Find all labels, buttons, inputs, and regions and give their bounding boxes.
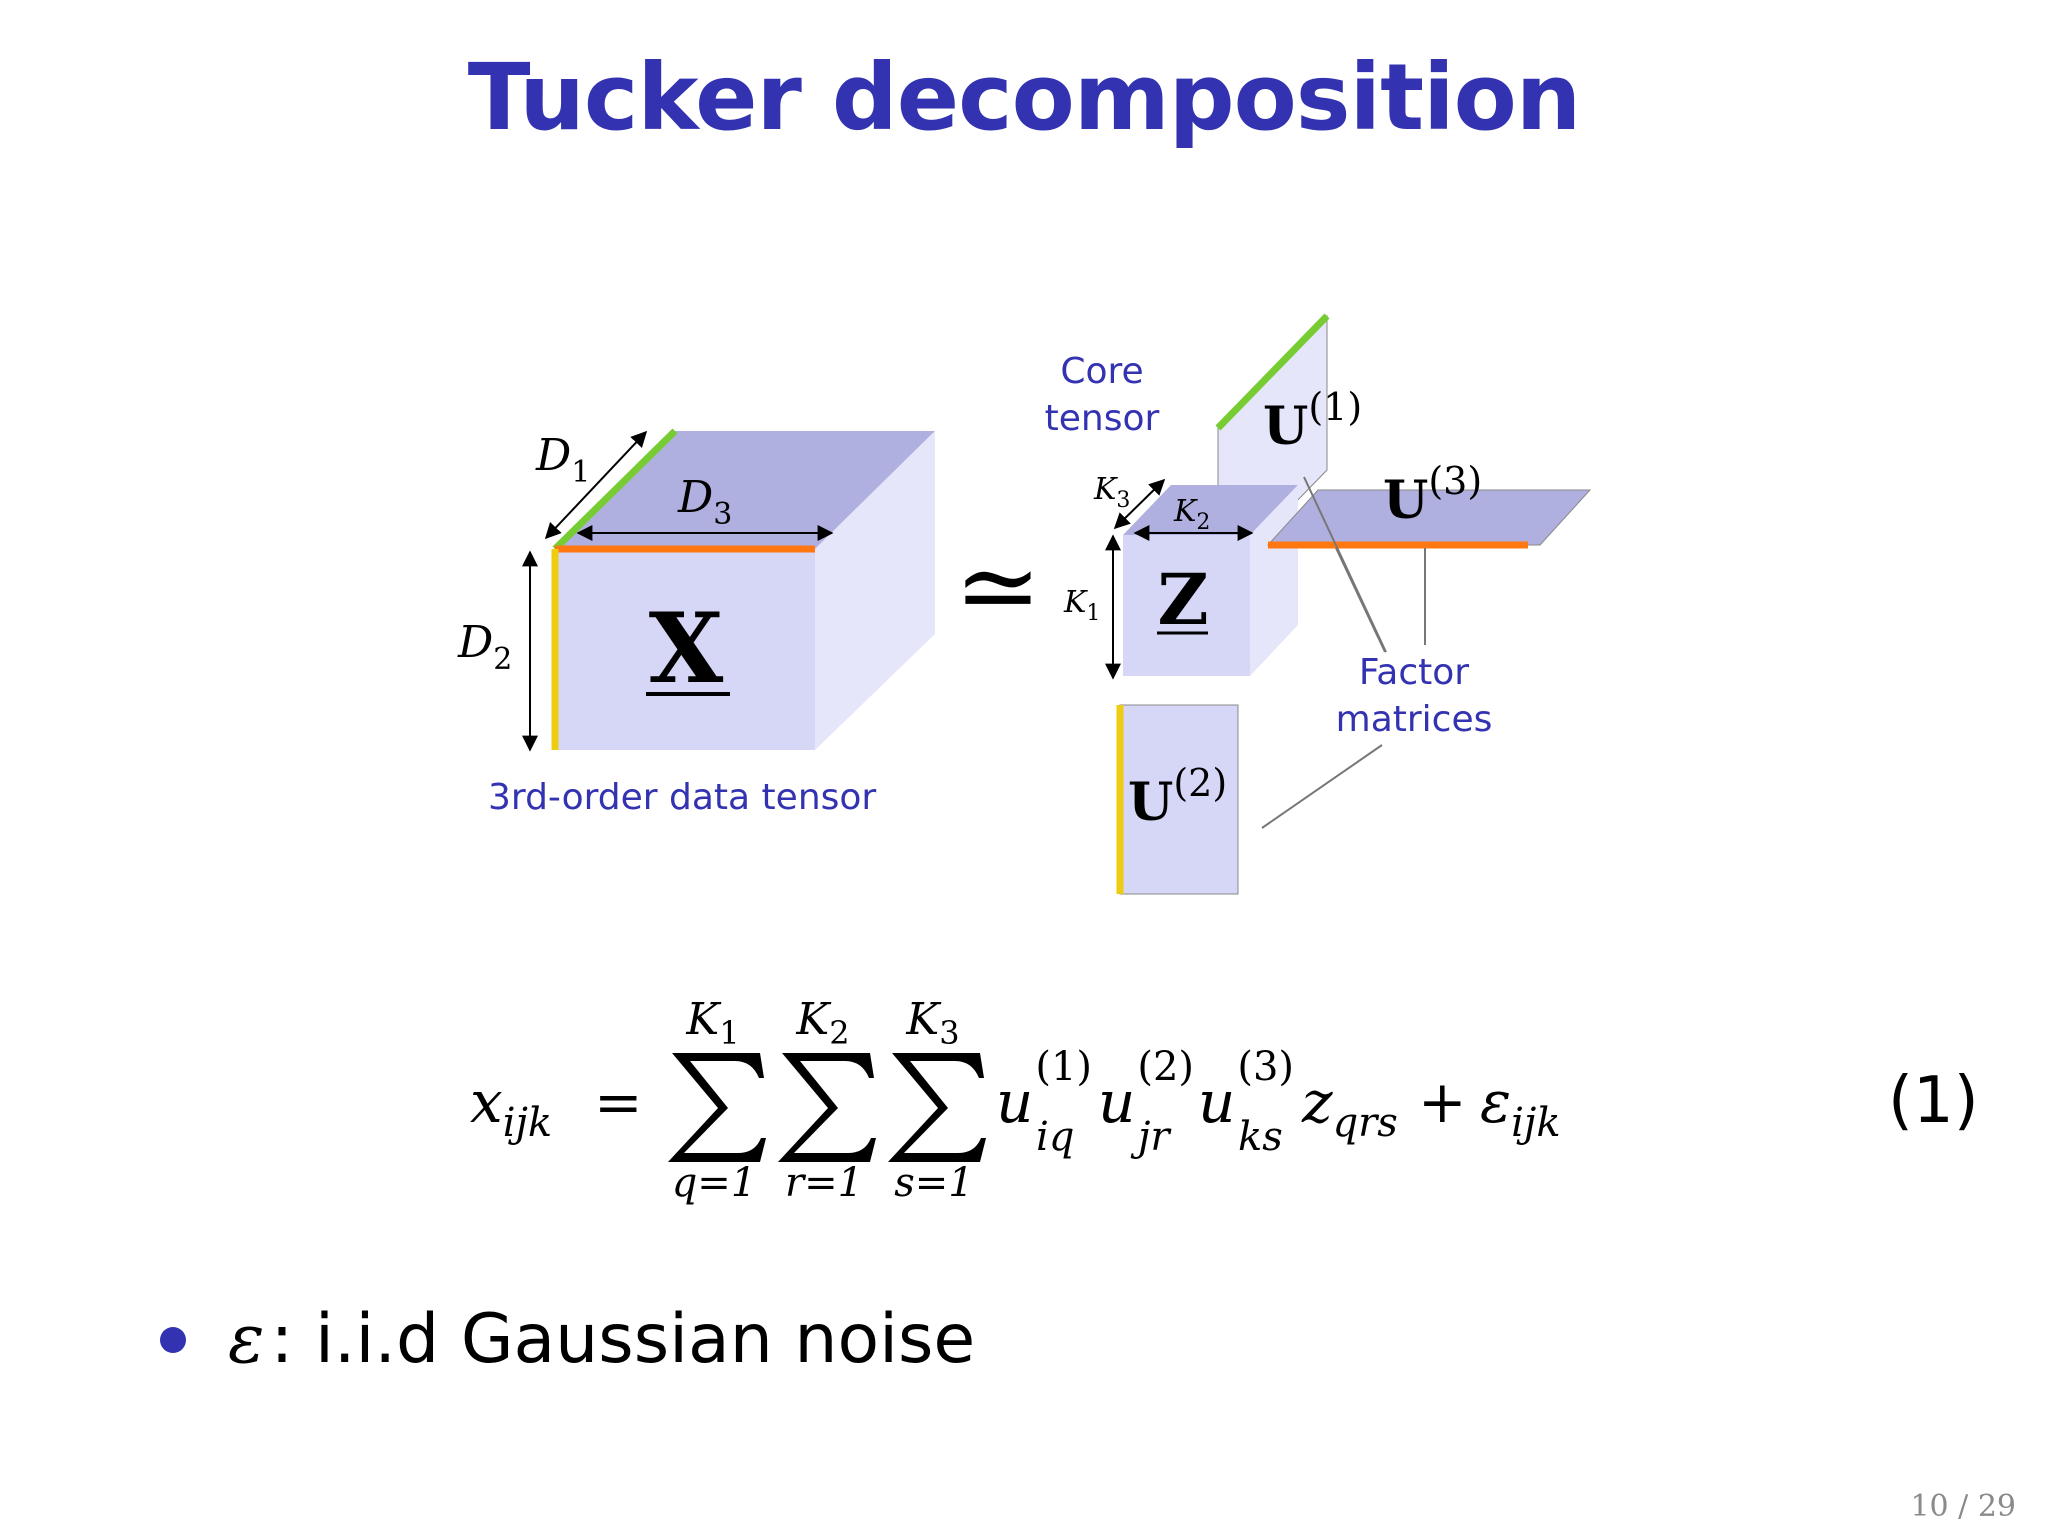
- equation-equals: =: [594, 1068, 643, 1136]
- term-u2: u(2)jr: [1098, 1044, 1194, 1160]
- factor-matrices-caption-line1: Factor: [1359, 652, 1469, 693]
- factor-u3-label: U(3): [1383, 459, 1482, 531]
- d1-arrow: [544, 430, 648, 540]
- sum3-upper: K3: [905, 994, 959, 1052]
- sum1-lower: q=1: [672, 1160, 757, 1206]
- data-tensor-symbol: X: [649, 592, 724, 705]
- core-tensor-symbol: Z: [1157, 558, 1208, 641]
- d1-label: D1: [535, 430, 590, 490]
- sum1-upper: K1: [685, 994, 739, 1052]
- tucker-equation: xijk = K1 q=1 K2 r=1 K3 s=1 u(1)iq u(2)j…: [470, 994, 1979, 1206]
- sum2-sigma: [778, 1053, 876, 1162]
- sum1-sigma: [668, 1053, 766, 1162]
- term-u1: u(1)iq: [996, 1044, 1092, 1160]
- data-tensor-cube: [551, 428, 935, 750]
- data-tensor-top-face: [555, 431, 935, 549]
- factor-u2: [1116, 704, 1239, 895]
- leader-line-u3: [1335, 547, 1386, 653]
- k1-label: K1: [1063, 585, 1100, 626]
- equation-tag: (1): [1888, 1064, 1979, 1138]
- equation-noise: εijk: [1480, 1068, 1561, 1146]
- k3-arrow: [1113, 478, 1166, 530]
- factor-u2-plane: [1119, 704, 1239, 895]
- data-tensor-front-face: [555, 549, 815, 750]
- k3-label: K3: [1093, 472, 1130, 513]
- page-number: 10 / 29: [1910, 1489, 2016, 1524]
- bullet-dot-icon: [160, 1326, 186, 1353]
- sum3-sigma: [888, 1053, 986, 1162]
- factor-u1-mode1-edge: [1215, 313, 1330, 431]
- core-tensor-caption-line1: Core: [1060, 351, 1143, 392]
- core-tensor-caption-line2: tensor: [1045, 398, 1160, 439]
- term-u3: u(3)ks: [1198, 1044, 1294, 1160]
- core-tensor-top-face: [1123, 485, 1298, 535]
- k2-label: K2: [1173, 494, 1210, 535]
- sum3-lower: s=1: [894, 1160, 974, 1206]
- bullet-text: : i.i.d Gaussian noise: [270, 1300, 976, 1379]
- core-tensor-front-face: [1123, 535, 1250, 676]
- approx-symbol: ≃: [954, 525, 1041, 647]
- factor-u3: [1266, 489, 1592, 549]
- slide-title: Tucker decomposition: [467, 44, 1582, 151]
- bullet-symbol: ε: [228, 1300, 265, 1379]
- equation-plus: +: [1418, 1068, 1467, 1136]
- bullet-item: ε : i.i.d Gaussian noise: [160, 1300, 975, 1379]
- factor-matrices-caption-line2: matrices: [1336, 699, 1493, 740]
- equation-lhs: xijk: [470, 1068, 552, 1146]
- sum2-upper: K2: [795, 994, 849, 1052]
- factor-u1-label: U(1): [1263, 385, 1362, 457]
- data-tensor-caption: 3rd-order data tensor: [488, 777, 876, 818]
- data-tensor-side-face: [815, 431, 935, 750]
- sum2-lower: r=1: [785, 1160, 863, 1206]
- leader-line-u2: [1261, 744, 1383, 829]
- d2-label: D2: [457, 617, 512, 677]
- term-z: zqrs: [1301, 1068, 1398, 1146]
- core-tensor-cube: [1123, 485, 1298, 676]
- factor-u2-label: U(2): [1128, 761, 1227, 833]
- d3-label: D3: [677, 472, 732, 532]
